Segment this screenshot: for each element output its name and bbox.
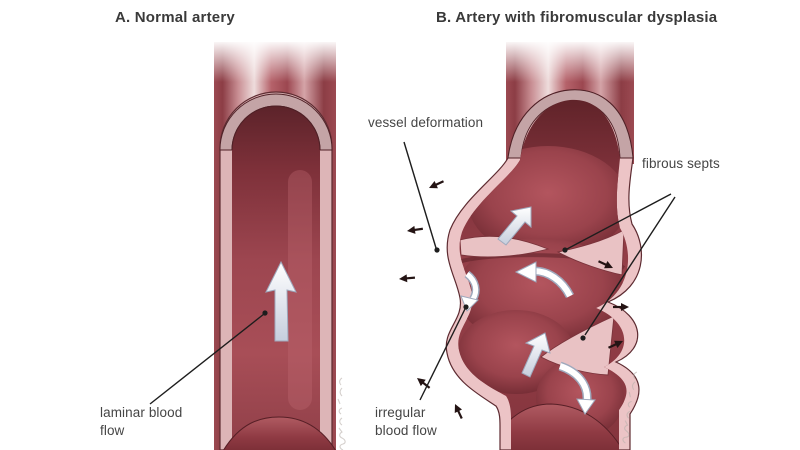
- turbulent-flow-up-right-arrow-icon: [497, 206, 532, 246]
- fibrous-septs-leader-lines: [562, 193, 676, 341]
- label-laminar-blood-flow: laminar blood flow: [100, 405, 183, 438]
- stress-arrow-icon: [413, 373, 434, 393]
- laminar-flow-up-arrow-icon: [265, 260, 297, 342]
- stress-arrow-icon: [405, 223, 425, 237]
- turbulent-flow-curved-left-arrow-icon: [514, 261, 537, 283]
- artery-a-lumen-sheen: [288, 170, 312, 410]
- artist-signature-b: [622, 371, 638, 444]
- panel-b-title: B. Artery with fibromuscular dysplasia: [436, 9, 718, 26]
- normal-artery-illustration: [149, 40, 346, 450]
- turbulent-flow-arrows: [497, 206, 551, 378]
- fibrous-septum-upper-left: [459, 235, 550, 258]
- artist-signature-a: [337, 377, 346, 450]
- artery-a-bottom-dome: [223, 416, 336, 450]
- label-fibrous-septs: fibrous septs: [642, 156, 720, 171]
- vessel-deformation-leader-line: [403, 141, 440, 253]
- irregular-flow-leader-line: [419, 304, 469, 401]
- turbulent-curved-arrows: [460, 261, 596, 415]
- turbulent-flow-curved-down-arrow-icon: [460, 295, 479, 312]
- label-vessel-deformation: vessel deformation: [368, 115, 484, 130]
- artery-b-top-fade: [498, 40, 643, 82]
- artery-a-top-fade: [205, 40, 345, 82]
- panel-a-title: A. Normal artery: [115, 9, 235, 26]
- stress-arrow-icon: [397, 272, 417, 285]
- artery-a-inner-arch-edge: [231, 105, 321, 151]
- laminar-leader-line: [149, 310, 268, 405]
- fibrous-septum-lower-right: [540, 315, 615, 376]
- turbulent-flow-up-arrow-icon: [521, 332, 551, 378]
- stress-arrow-icon: [426, 176, 447, 193]
- turbulent-flow-curved-down-right-arrow-icon: [576, 398, 596, 415]
- label-irregular-blood-flow: irregular blood flow: [375, 405, 437, 438]
- fmd-artery-illustration: [397, 40, 676, 450]
